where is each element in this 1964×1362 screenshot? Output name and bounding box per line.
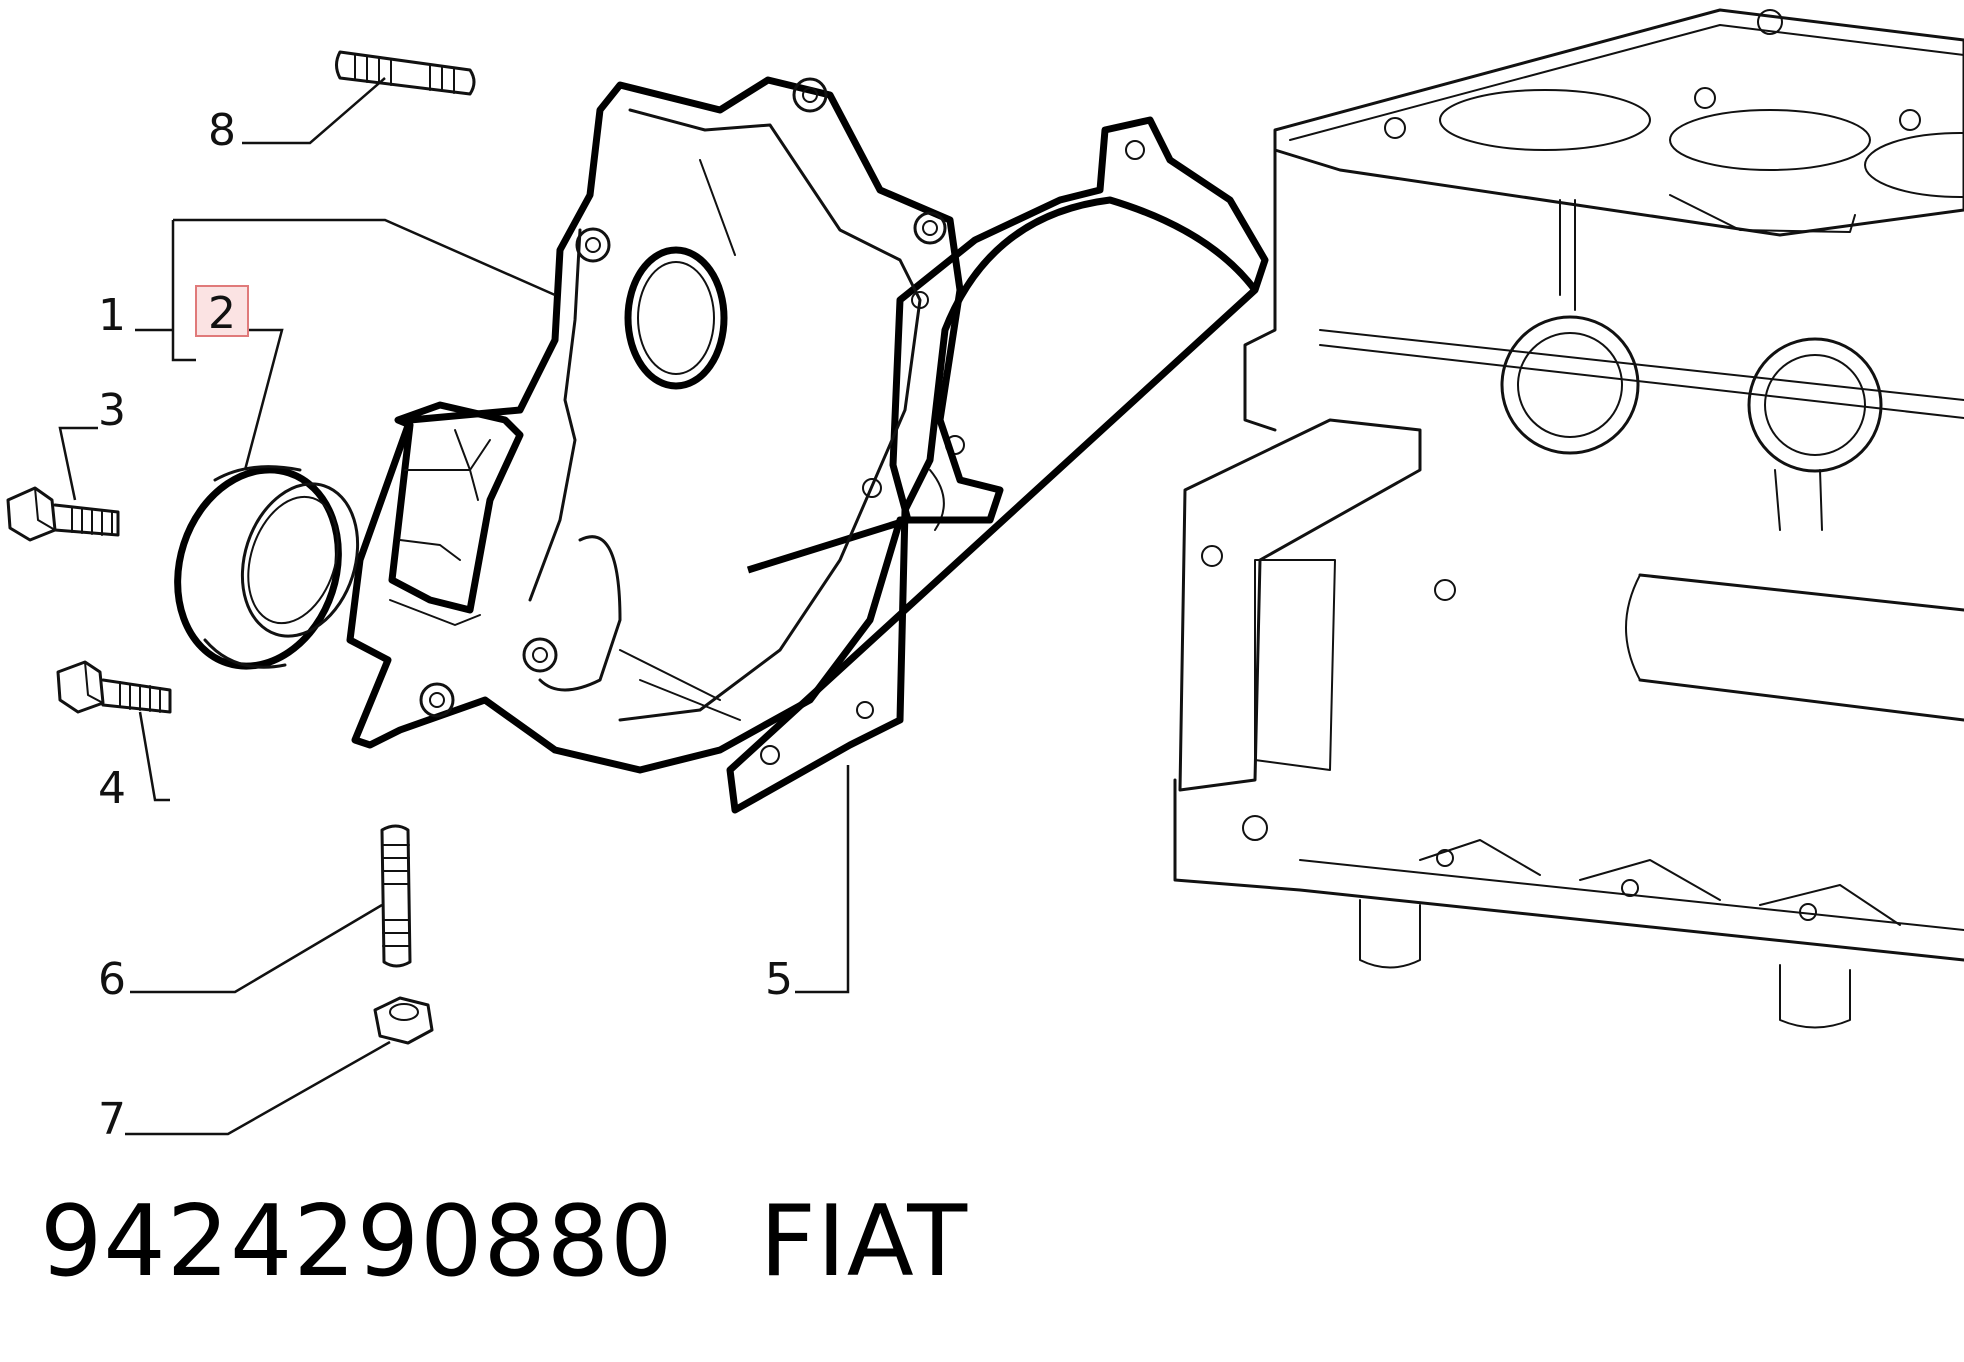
brand-name: FIAT bbox=[759, 1185, 969, 1299]
callout-labels: 1 2 3 4 5 6 7 8 bbox=[98, 105, 793, 1145]
leader-lines bbox=[58, 77, 850, 1136]
callout-1[interactable]: 1 bbox=[98, 290, 126, 341]
timing-cover bbox=[346, 76, 1004, 774]
callout-8[interactable]: 8 bbox=[208, 105, 236, 156]
bolt-3 bbox=[6, 486, 120, 542]
nut-7 bbox=[373, 996, 434, 1045]
stud-8 bbox=[335, 50, 476, 96]
callout-2-highlight bbox=[195, 285, 249, 337]
callout-4[interactable]: 4 bbox=[98, 763, 126, 814]
bolt-4 bbox=[56, 660, 172, 714]
callout-6[interactable]: 6 bbox=[98, 954, 126, 1005]
oil-seal bbox=[174, 465, 360, 670]
engine-block bbox=[1173, 8, 1964, 1029]
part-number: 9424290880 bbox=[40, 1185, 674, 1299]
stud-6 bbox=[380, 824, 412, 968]
callout-7[interactable]: 7 bbox=[98, 1094, 126, 1145]
callout-5[interactable]: 5 bbox=[765, 954, 793, 1005]
callout-2[interactable]: 2 bbox=[208, 288, 236, 339]
callout-3[interactable]: 3 bbox=[98, 385, 126, 436]
part-caption: 9424290880 FIAT bbox=[40, 1182, 968, 1302]
timing-cover-gasket bbox=[726, 116, 1269, 814]
